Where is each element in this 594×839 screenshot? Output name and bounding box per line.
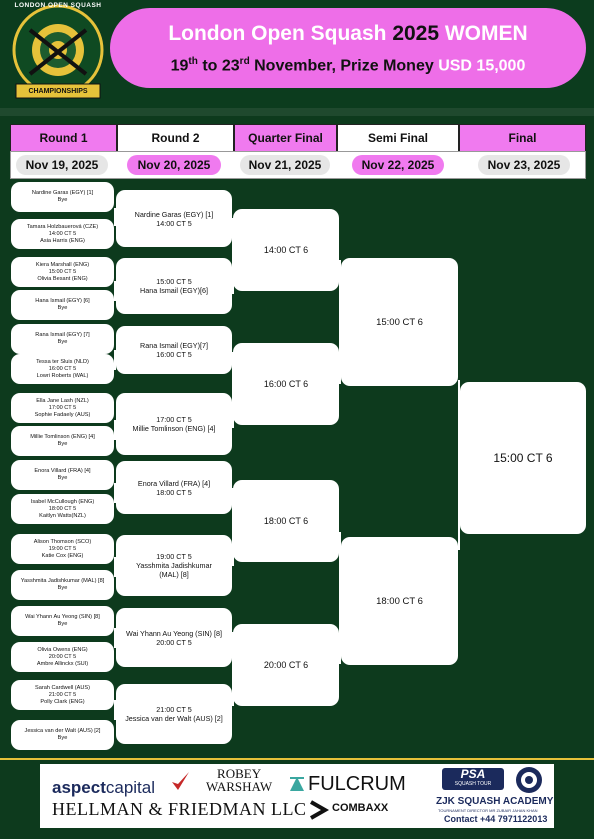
divider	[0, 108, 594, 116]
r1-match-9: Enora Villard (FRA) [4]Bye	[11, 460, 114, 490]
date-round2: Nov 20, 2025	[127, 155, 221, 175]
connector	[114, 420, 116, 440]
title-banner: London Open Squash 2025 WOMEN 19th to 23…	[110, 8, 586, 88]
r2-match-1: Nardine Garas (EGY) [1]14:00 CT 5	[116, 190, 232, 247]
r2-match-5: Enora Villard (FRA) [4]18:00 CT 5	[116, 461, 232, 514]
fulcrum-logo: FULCRUM	[308, 773, 406, 795]
championship-logo	[12, 4, 104, 99]
connector	[114, 483, 116, 503]
final-match: 15:00 CT 6	[460, 382, 586, 534]
r2-match-7: Wai Yhann Au Yeong (SIN) [8]20:00 CT 5	[116, 608, 232, 667]
date-quarter-final: Nov 21, 2025	[240, 155, 330, 175]
r1-match-16: Jessica van der Walt (AUS) [2]Bye	[11, 720, 114, 750]
zjk-academy-emblem-icon	[516, 767, 542, 793]
connector	[339, 260, 341, 384]
academy-contact: Contact +44 7971122013	[444, 814, 548, 824]
academy-name: ZJK SQUASH ACADEMY	[436, 796, 554, 807]
logo-ribbon-text: CHAMPIONSHIPS	[28, 88, 88, 95]
r1-match-12: Yasshmita Jadishkumar (MAL) [8]Bye	[11, 570, 114, 600]
aspect-check-icon	[172, 772, 189, 790]
connector	[114, 700, 116, 720]
connector	[114, 557, 116, 577]
qf-match-3: 18:00 CT 6	[233, 480, 339, 562]
r1-match-4: Hana Ismail (EGY) [6]Bye	[11, 290, 114, 320]
combaxx-arrow-icon	[310, 800, 330, 820]
connector	[114, 208, 116, 226]
connector	[114, 281, 116, 301]
aspect-capital-logo: aspectcapital	[52, 778, 156, 797]
r1-match-5: Rana Ismail (EGY) [7]Bye	[11, 324, 114, 354]
connector	[114, 350, 116, 370]
qf-match-4: 20:00 CT 6	[233, 624, 339, 706]
date-final: Nov 23, 2025	[478, 155, 570, 175]
date-semi-final: Nov 22, 2025	[352, 155, 444, 175]
connector	[114, 628, 116, 648]
fulcrum-triangle-icon	[290, 777, 304, 791]
header-round1: Round 1	[10, 124, 117, 152]
qf-match-1: 14:00 CT 6	[233, 209, 339, 291]
connector	[339, 532, 341, 664]
logo-arc-text: LONDON OPEN SQUASH	[14, 2, 102, 9]
sf-match-1: 15:00 CT 6	[341, 258, 458, 386]
r2-match-3: Rana Ismail (EGY)[7]16:00 CT 5	[116, 326, 232, 374]
r1-match-8: Millie Tomlinson (ENG) [4]Bye	[11, 426, 114, 456]
page-title: London Open Squash 2025 WOMEN	[168, 22, 528, 45]
header-semi-final: Semi Final	[337, 124, 459, 152]
hellman-friedman-logo: HELLMAN & FRIEDMAN LLC	[52, 799, 307, 819]
academy-director: TOURNAMENT DIRECTOR MR ZUBAIR JAHAN KHAN	[438, 808, 538, 813]
combaxx-logo: COMBAXX	[332, 802, 389, 814]
qf-match-2: 16:00 CT 6	[233, 343, 339, 425]
header-final: Final	[459, 124, 586, 152]
sf-match-2: 18:00 CT 6	[341, 537, 458, 665]
date-round1: Nov 19, 2025	[16, 155, 108, 175]
header-quarter-final: Quarter Final	[234, 124, 337, 152]
r1-match-1: Nardine Garas (EGY) [1]Bye	[11, 182, 114, 212]
header-band: LONDON OPEN SQUASH CHAMPIONSHIPS London …	[0, 0, 594, 108]
psa-logo: PSA SQUASH TOUR	[442, 768, 504, 790]
header-round2: Round 2	[117, 124, 234, 152]
connector	[458, 380, 460, 550]
footer-divider	[0, 758, 594, 760]
page-subtitle: 19th to 23rd November, Prize Money USD 1…	[170, 56, 526, 75]
r1-match-13: Wai Yhann Au Yeong (SIN) [8]Bye	[11, 606, 114, 636]
